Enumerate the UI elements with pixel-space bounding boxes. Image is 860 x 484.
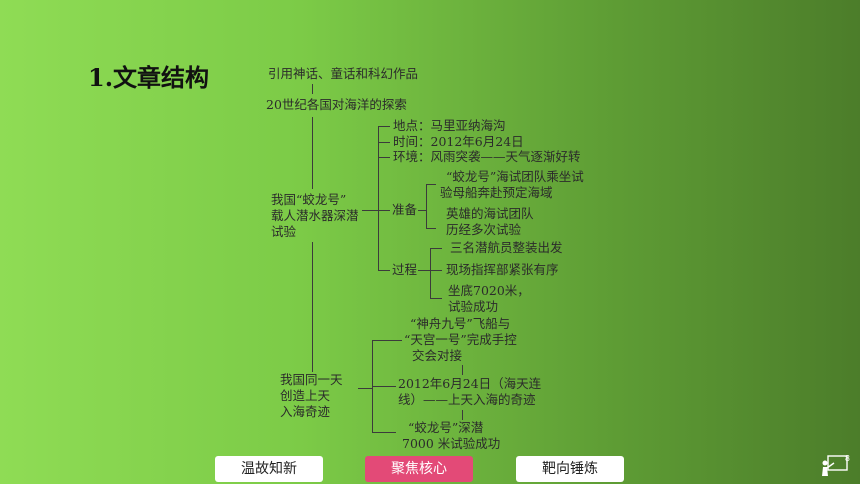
prep-item-2-line1: 英雄的海试团队	[446, 206, 534, 221]
connector	[426, 184, 436, 185]
branch1-label-line1: 我国“蛟龙号”	[271, 192, 347, 207]
process-item-3-line1: 坐底7020米，	[448, 283, 530, 298]
connector	[378, 126, 390, 127]
branch1-env: 环境：风雨突袭——天气逐渐好转	[393, 149, 581, 164]
process-item-1: 三名潜航员整装出发	[450, 240, 563, 255]
process-item-2: 现场指挥部紧张有序	[446, 262, 559, 277]
branch1-bracket	[378, 126, 379, 270]
process-label: 过程	[392, 262, 418, 277]
connector	[418, 210, 426, 211]
branch2-item-2-line2: 线）——上天入海的奇迹	[398, 392, 536, 407]
branch2-label-line1: 我国同一天	[280, 372, 343, 387]
connector	[430, 248, 442, 249]
intro-node-2: 20世纪各国对海洋的探索	[266, 97, 407, 112]
intro-node-1: 引用神话、童话和科幻作品	[268, 66, 419, 81]
connector	[362, 210, 378, 211]
connector	[462, 365, 463, 375]
page-number: 8	[844, 454, 850, 463]
branch2-label-line2: 创造上天	[280, 388, 331, 403]
connector	[312, 84, 313, 94]
prep-item-1-line1: “蛟龙号”海试团队乘坐试	[446, 169, 584, 184]
branch2-label-line3: 入海奇迹	[280, 404, 331, 419]
connector	[462, 410, 463, 420]
branch2-item-3-line2: 7000 米试验成功	[402, 436, 501, 451]
connector	[426, 228, 436, 229]
branch1-label-line2: 载人潜水器深潜	[271, 208, 359, 223]
nav-review-button[interactable]: 温故知新	[215, 456, 323, 482]
branch2-item-2-line1: 2012年6月24日（海天连	[398, 376, 542, 391]
branch1-label-line3: 试验	[271, 224, 297, 239]
page-title: 1.文章结构	[88, 63, 210, 92]
page-indicator[interactable]: 8	[820, 454, 850, 478]
connector	[372, 432, 396, 433]
branch2-item-1-line2: “天宫一号”完成手控	[404, 332, 517, 347]
connector	[378, 157, 390, 158]
connector	[430, 298, 442, 299]
prep-label: 准备	[392, 202, 418, 217]
connector	[378, 142, 390, 143]
connector	[378, 210, 390, 211]
prep-item-2-line2: 历经多次试验	[446, 222, 522, 237]
process-item-3-line2: 试验成功	[448, 299, 499, 314]
nav-practice-button[interactable]: 靶向锤炼	[516, 456, 624, 482]
connector	[418, 270, 430, 271]
prep-bracket	[426, 184, 427, 228]
branch2-item-1-line1: “神舟九号”飞船与	[410, 316, 511, 331]
presenter-icon	[822, 455, 848, 476]
branch2-item-1-line3: 交会对接	[412, 348, 463, 363]
connector	[372, 340, 402, 341]
trunk-line	[312, 117, 313, 189]
connector	[430, 270, 442, 271]
connector	[378, 270, 390, 271]
process-bracket	[430, 248, 431, 298]
trunk-line	[312, 242, 313, 372]
branch1-time: 时间：2012年6月24日	[393, 134, 524, 149]
branch1-location: 地点：马里亚纳海沟	[393, 118, 506, 133]
prep-item-1-line2: 验母船奔赴预定海域	[440, 185, 553, 200]
nav-focus-button[interactable]: 聚焦核心	[365, 456, 473, 482]
branch2-item-3-line1: “蛟龙号”深潜	[408, 420, 484, 435]
connector	[358, 388, 372, 389]
connector	[372, 386, 396, 387]
